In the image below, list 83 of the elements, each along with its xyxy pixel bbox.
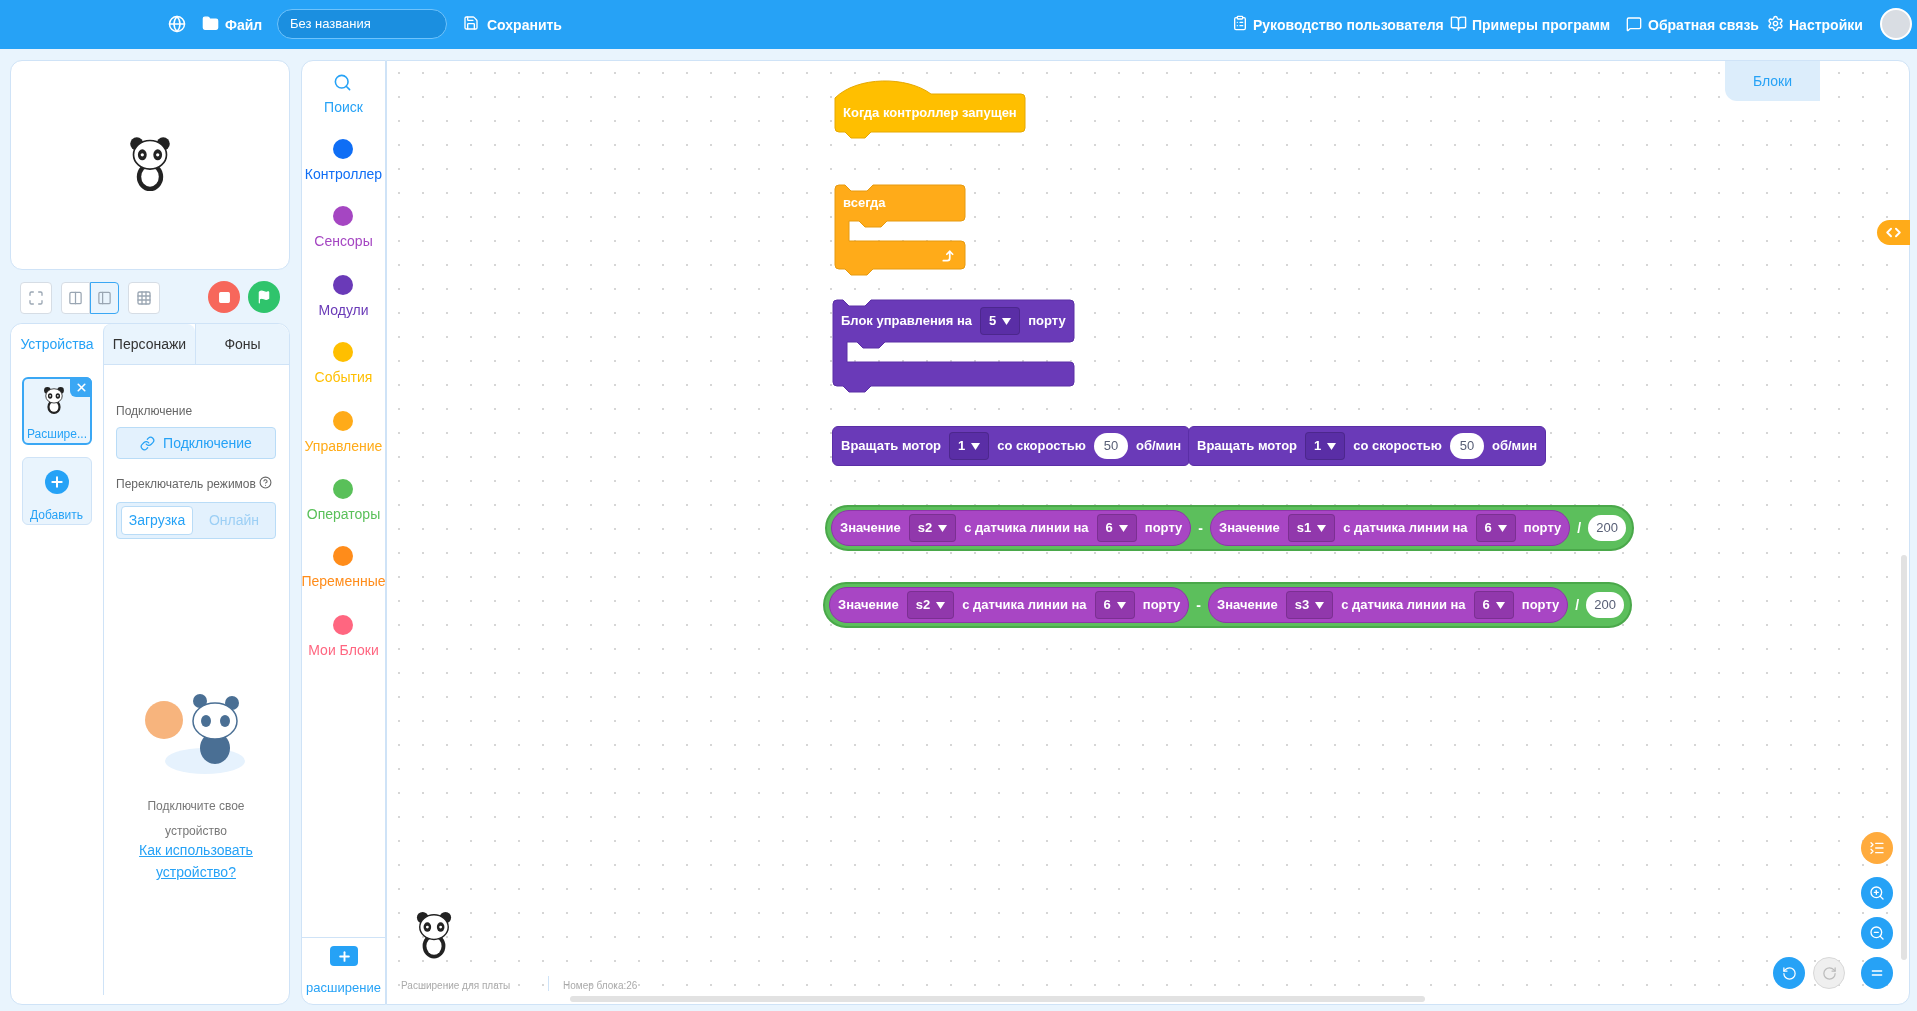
block-text: Значение <box>840 519 901 538</box>
block-text: с датчика линии на <box>962 596 1087 615</box>
block-text: / <box>1575 595 1580 615</box>
dropdown-field: 5 <box>980 307 1021 335</box>
reporter-block <box>829 587 1190 623</box>
number-field: 200 <box>1588 515 1626 541</box>
dropdown-field: 6 <box>1096 514 1137 542</box>
menu-item: Руководство пользователя <box>1253 16 1444 35</box>
category-label: События <box>313 368 374 387</box>
c-block <box>833 300 1074 392</box>
reporter-block <box>1210 510 1571 546</box>
operator-block <box>825 505 1634 551</box>
dropdown-field: 6 <box>1475 514 1516 542</box>
menu-item: Файл <box>225 16 263 35</box>
category-label: Поиск <box>323 98 364 117</box>
block-text: об/мин <box>1491 437 1537 456</box>
block-text: с датчика линии на <box>1343 519 1468 538</box>
category-label: Мои Блоки <box>307 641 380 660</box>
category-label: Сенсоры <box>313 232 374 251</box>
category-label: Операторы <box>305 505 382 524</box>
tab: Фоны <box>195 324 289 365</box>
block-text: с датчика линии на <box>964 519 1089 538</box>
block-text: порту <box>1028 312 1066 331</box>
block-text: Значение <box>1217 596 1278 615</box>
hat-block <box>835 80 1025 138</box>
status-text: Расширение для платы <box>401 979 511 993</box>
reporter-block <box>1208 587 1569 623</box>
add-label: Добавить <box>30 507 84 524</box>
block-text: Вращать мотор <box>841 437 942 456</box>
status-text: Номер блока:26 <box>563 979 638 993</box>
block-text: порту <box>1523 519 1562 538</box>
device-name: Расшире... <box>27 426 87 443</box>
block-text: - <box>1198 518 1203 538</box>
block-text: об/мин <box>1135 437 1181 456</box>
block-text: Значение <box>838 596 899 615</box>
dropdown-field: 1 <box>949 432 990 460</box>
block-text: - <box>1196 595 1201 615</box>
block-text: порту <box>1142 596 1181 615</box>
number-field: 50 <box>1449 433 1484 459</box>
menu-item: Настройки <box>1789 16 1863 35</box>
block-text: со скоростью <box>1353 437 1442 456</box>
dropdown-field: s2 <box>906 591 955 619</box>
block-text: порту <box>1521 596 1560 615</box>
hint-text: Подключите свое устройство <box>146 798 246 840</box>
tab: Блоки <box>1725 61 1820 101</box>
menu-item: Обратная связь <box>1648 16 1759 35</box>
block-text: со скоростью <box>997 437 1086 456</box>
dropdown-field: 6 <box>1094 591 1135 619</box>
mode-option: Онлайн <box>197 506 271 535</box>
category-label: Контроллер <box>303 165 384 184</box>
dropdown-field: 6 <box>1473 591 1514 619</box>
reporter-block <box>831 510 1192 546</box>
dropdown-field: 1 <box>1305 432 1346 460</box>
block-text: Вращать мотор <box>1197 437 1298 456</box>
block-text: с датчика линии на <box>1341 596 1466 615</box>
block-text: / <box>1577 518 1582 538</box>
dropdown-field: s2 <box>908 514 957 542</box>
category-label: Переменные <box>301 572 386 591</box>
category-label: Управление <box>303 437 384 456</box>
input-field: Без названия <box>277 9 447 39</box>
mode-option: Загрузка <box>121 506 193 535</box>
block-text: Когда контроллер запущен <box>843 104 1017 123</box>
menu-item: Сохранить <box>487 16 562 35</box>
block-text: Значение <box>1219 519 1280 538</box>
help-link: Как использовать устройство? <box>138 841 254 882</box>
section-label: Переключатель режимов <box>116 476 256 493</box>
category-label: Модули <box>317 301 370 320</box>
connect-button: Подключение <box>116 427 276 459</box>
block-text: Блок управления на <box>841 312 972 331</box>
tab: Персонажи <box>103 324 195 365</box>
operator-block <box>823 582 1632 628</box>
block-text: порту <box>1144 519 1183 538</box>
number-field: 200 <box>1586 592 1624 618</box>
motor-block <box>832 426 1190 466</box>
block-text: всегда <box>843 194 886 213</box>
motor-block <box>1188 426 1546 466</box>
category-label: расширение <box>305 979 382 997</box>
dropdown-field: s1 <box>1287 514 1336 542</box>
number-field: 50 <box>1093 433 1128 459</box>
loop-block <box>835 185 965 275</box>
dropdown-field: s3 <box>1285 591 1334 619</box>
section-label: Подключение <box>116 403 193 420</box>
menu-item: Примеры программ <box>1472 16 1611 35</box>
